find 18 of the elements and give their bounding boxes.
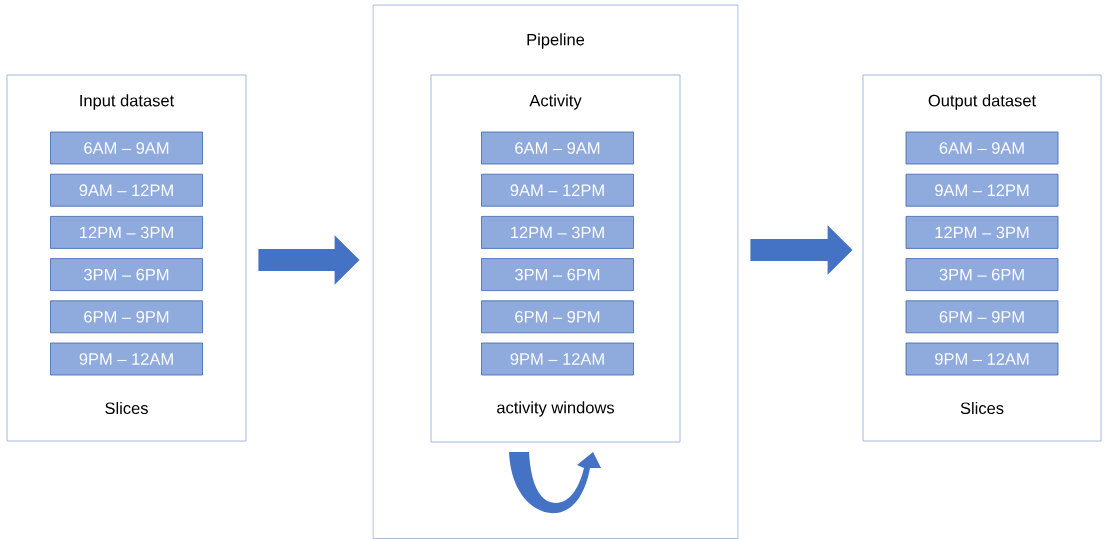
slice-box: 3PM – 6PM xyxy=(905,258,1059,291)
slice-box: 6AM – 9AM xyxy=(50,131,203,165)
slice-box: 6PM – 9PM xyxy=(905,300,1059,334)
slice-box: 12PM – 3PM xyxy=(905,216,1059,249)
slice-box: 12PM – 3PM xyxy=(481,216,634,249)
slice-box: 9PM – 12AM xyxy=(481,342,634,376)
slice-box: 6AM – 9AM xyxy=(481,131,634,165)
slice-box: 6PM – 9PM xyxy=(50,300,203,334)
slice-box: 9AM – 12PM xyxy=(50,173,203,207)
slice-box: 12PM – 3PM xyxy=(50,216,203,249)
slice-box: 9PM – 12AM xyxy=(50,342,203,376)
slice-box: 3PM – 6PM xyxy=(50,258,203,291)
slice-box: 9AM – 12PM xyxy=(905,173,1059,207)
slice-box: 6PM – 9PM xyxy=(481,300,634,334)
slice-box: 9PM – 12AM xyxy=(905,342,1059,376)
slice-box: 9AM – 12PM xyxy=(481,173,634,207)
slice-box: 6AM – 9AM xyxy=(905,131,1059,165)
slice-box: 3PM – 6PM xyxy=(481,258,634,291)
